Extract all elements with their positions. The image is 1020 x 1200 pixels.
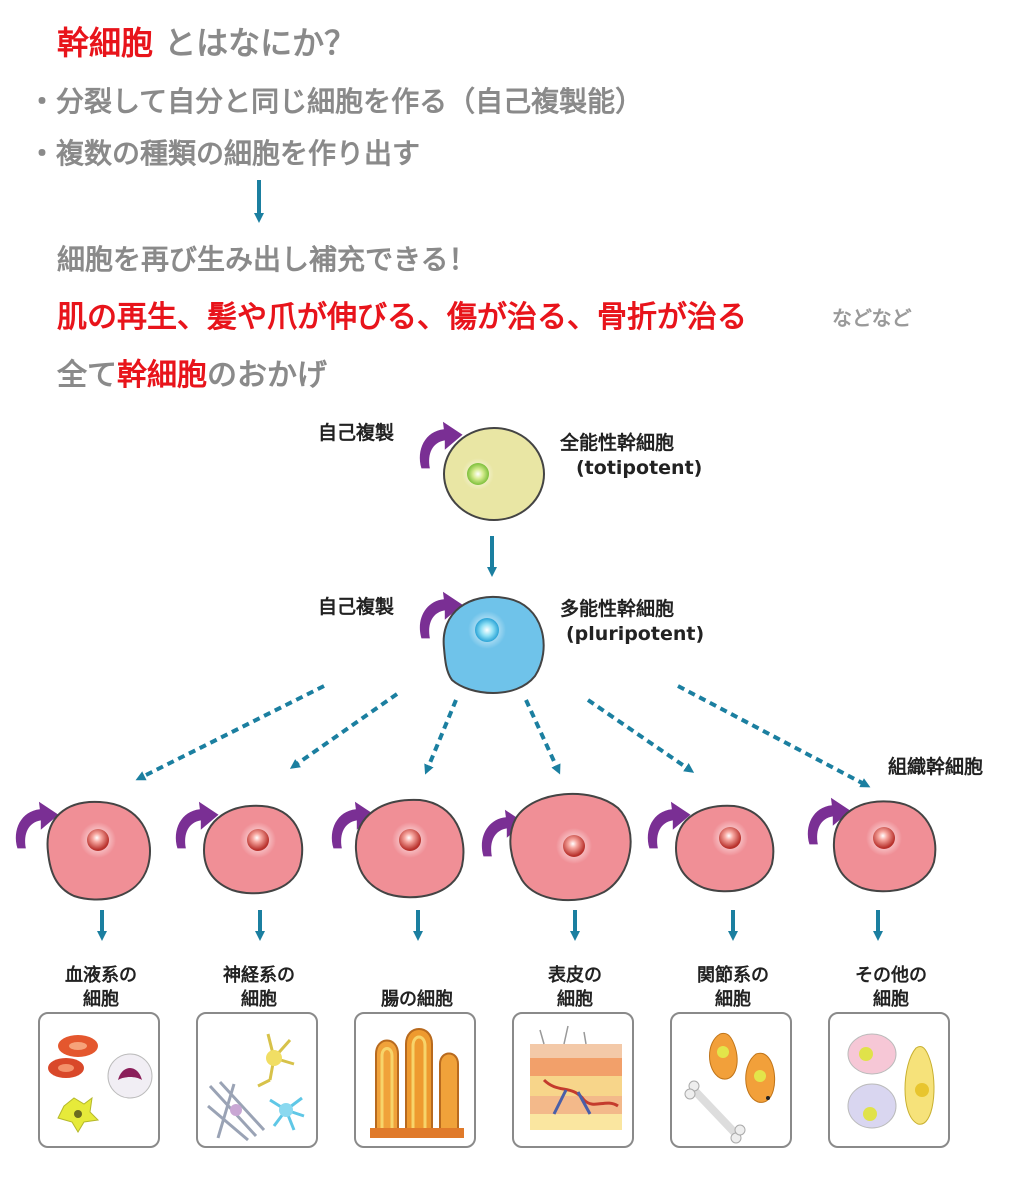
epidermis-illustration: [530, 1025, 622, 1130]
pluripotent-en-label: (pluripotent): [566, 623, 705, 645]
thanks-stem-cell: 幹細胞: [117, 358, 207, 393]
tile-joint-cells: [670, 1012, 792, 1148]
totipotent-nucleus: [467, 463, 489, 485]
pluripotent-label: 多能性幹細胞: [560, 598, 675, 620]
category-neural: 神経系の細胞: [223, 965, 295, 1010]
joint-cells-illustration: [684, 1032, 776, 1144]
pluripotent-nucleus: [475, 618, 499, 642]
tile-neural-cells: [196, 1012, 318, 1148]
differentiation-arrows: [135, 684, 871, 788]
blood-cells-illustration: [48, 1035, 153, 1133]
category-blood: 血液系の細胞: [65, 965, 137, 1010]
thanks-statement: 全て幹細胞のおかげ: [57, 350, 327, 394]
replenish-statement: 細胞を再び生み出し補充できる！: [57, 243, 477, 276]
thanks-pre: 全て: [57, 358, 117, 393]
bullet-multipotency: ・複数の種類の細胞を作り出す: [28, 137, 421, 170]
title-stem-cell: 幹細胞: [57, 24, 154, 62]
examples-statement: 肌の再生、髪や爪が伸びる、傷が治る、骨折が治る: [57, 300, 747, 335]
totipotent-label: 全能性幹細胞: [560, 432, 675, 454]
other-cells-illustration: [847, 1033, 935, 1129]
tissue-stem-label: 組織幹細胞: [888, 756, 984, 778]
title-question: とはなにか？: [153, 24, 357, 62]
category-other: その他の細胞: [855, 965, 927, 1010]
category-epidermis: 表皮の細胞: [548, 965, 602, 1010]
tile-other-cells: [828, 1012, 950, 1148]
tile-epidermal-cells: [512, 1012, 634, 1148]
bullet-self-renewal: ・分裂して自分と同じ細胞を作る（自己複製能）: [28, 85, 644, 118]
neural-cells-illustration: [207, 1033, 305, 1142]
totipotent-en-label: (totipotent): [576, 457, 703, 479]
intestinal-cells-illustration: [370, 1028, 464, 1138]
tile-intestinal-cells: [354, 1012, 476, 1148]
self-renewal-label-2: 自己複製: [318, 596, 395, 618]
category-arrows: [97, 910, 883, 941]
page-title: 幹細胞 とはなにか？: [57, 18, 356, 64]
thanks-post: のおかげ: [207, 358, 327, 393]
category-joint: 関節系の細胞: [697, 965, 769, 1010]
self-renewal-label-1: 自己複製: [318, 422, 395, 444]
category-intestine: 腸の細胞: [381, 989, 453, 1010]
etc-label: などなど: [832, 306, 912, 330]
tile-blood-cells: [38, 1012, 160, 1148]
tissue-stem-cells: [15, 792, 937, 902]
